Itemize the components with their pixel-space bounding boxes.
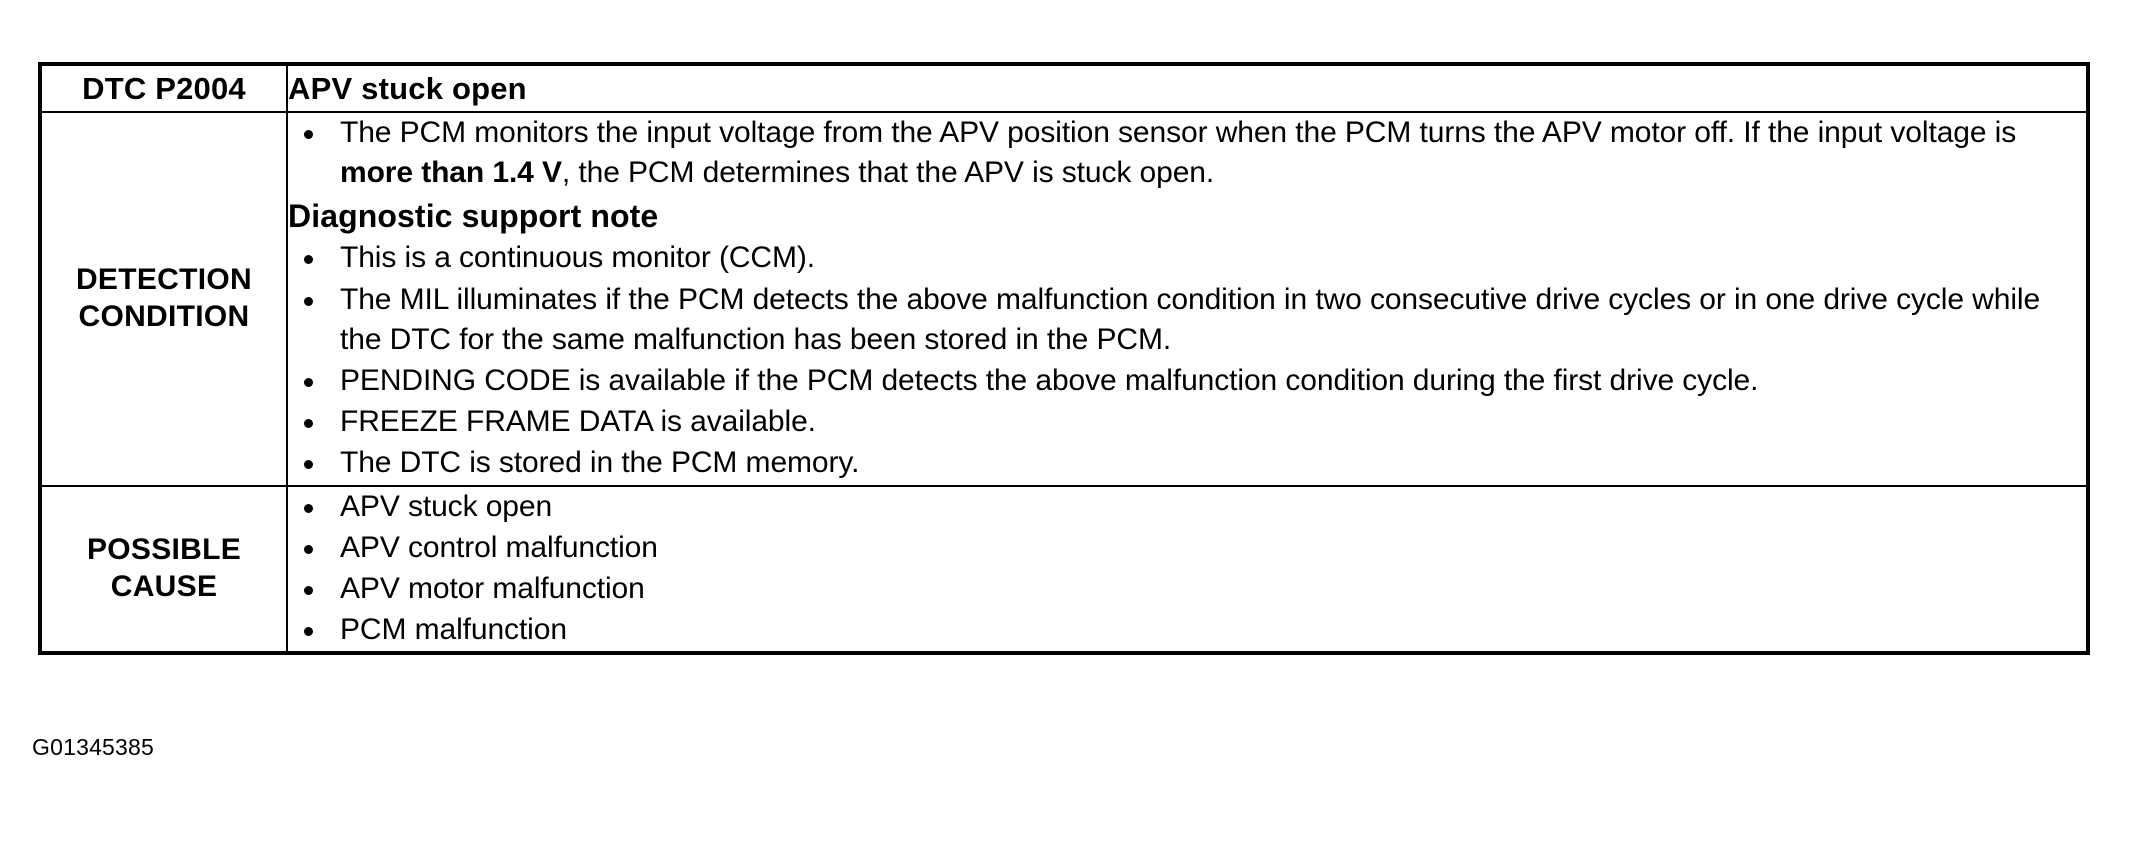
list-item: PCM malfunction [288, 610, 2086, 650]
possible-cause-label-line1: POSSIBLE [86, 533, 242, 567]
figure-code: G01345385 [32, 734, 155, 760]
detection-primary-bullet-list: The PCM monitors the input voltage from … [288, 113, 2086, 193]
detection-condition-content: The PCM monitors the input voltage from … [286, 111, 2090, 487]
detection-condition-label-line1: DETECTION [75, 263, 253, 297]
possible-cause-content: APV stuck open APV control malfunction A… [286, 484, 2090, 656]
possible-cause-label-line2: CAUSE [110, 569, 218, 603]
possible-cause-list: APV stuck open APV control malfunction A… [288, 487, 2086, 651]
list-item: APV motor malfunction [288, 569, 2086, 609]
detection-condition-label: DETECTION CONDITION [38, 111, 288, 487]
diagnostic-support-note-heading: Diagnostic support note [288, 198, 659, 235]
bullet-text-bold: more than 1.4 V [340, 156, 562, 190]
table-row-possible-cause: POSSIBLE CAUSE APV stuck open APV contro… [38, 484, 2090, 656]
list-item: The DTC is stored in the PCM memory. [288, 443, 2086, 483]
detection-condition-label-line2: CONDITION [78, 299, 250, 333]
list-item: FREEZE FRAME DATA is available. [288, 402, 2086, 442]
table-row-dtc-header: DTC P2004 APV stuck open [38, 62, 2090, 113]
list-item: APV stuck open [288, 487, 2086, 527]
bullet-text-post: , the PCM determines that the APV is stu… [561, 156, 1215, 190]
possible-cause-label: POSSIBLE CAUSE [38, 484, 288, 656]
bullet-text-pre: The PCM monitors the input voltage from … [340, 116, 2017, 149]
list-item: APV control malfunction [288, 528, 2086, 568]
dtc-table: DTC P2004 APV stuck open DETECTION CONDI… [38, 62, 2090, 656]
list-item: PENDING CODE is available if the PCM det… [288, 361, 2086, 401]
list-item: The MIL illuminates if the PCM detects t… [288, 280, 2086, 360]
dtc-description: APV stuck open [286, 62, 2090, 113]
dtc-code-label: DTC P2004 [38, 62, 288, 113]
list-item: The PCM monitors the input voltage from … [288, 113, 2086, 193]
diagnostic-support-note-list: This is a continuous monitor (CCM). The … [288, 238, 2086, 483]
list-item: This is a continuous monitor (CCM). [288, 238, 2086, 278]
table-row-detection-condition: DETECTION CONDITION The PCM monitors the… [38, 111, 2090, 487]
